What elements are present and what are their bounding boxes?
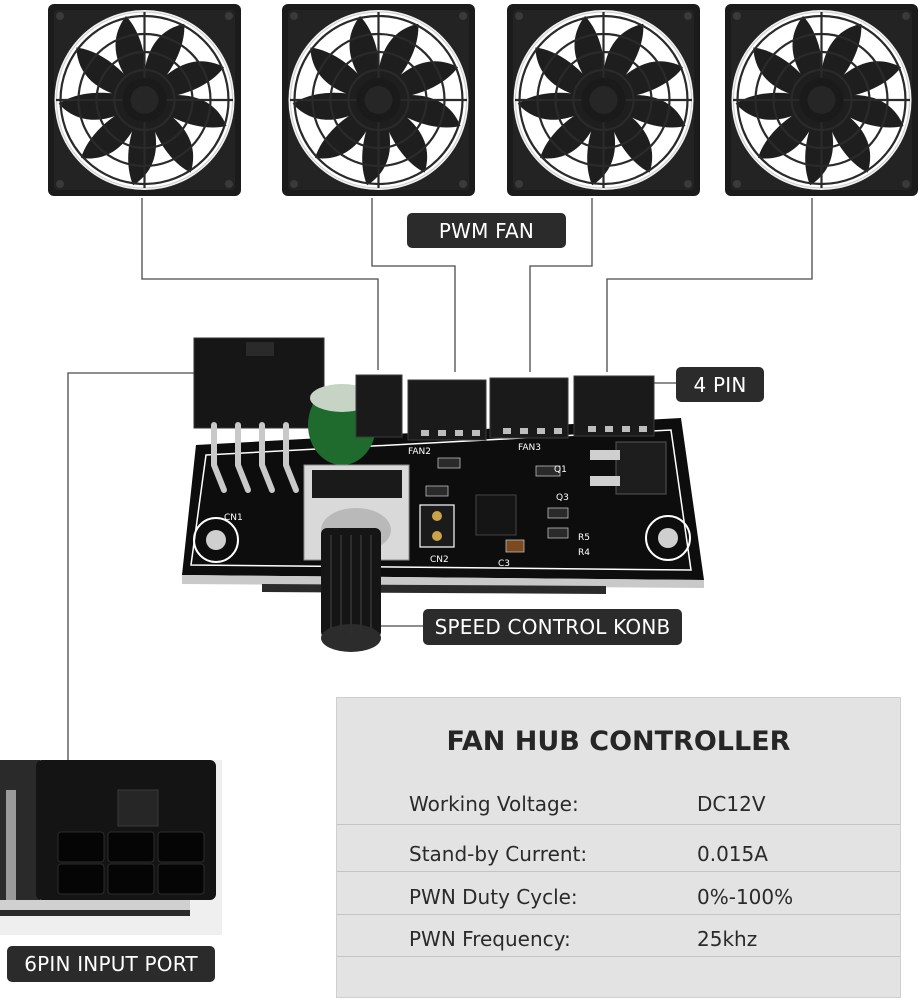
spec-key: Stand-by Current: bbox=[409, 842, 588, 866]
input-port-closeup bbox=[0, 760, 222, 935]
spec-row-duty: PWN Duty Cycle: 0%-100% bbox=[337, 875, 900, 919]
silk-cn2: CN2 bbox=[430, 555, 449, 565]
spec-key: PWN Duty Cycle: bbox=[409, 885, 578, 909]
silk-q1: Q1 bbox=[554, 465, 567, 475]
spec-value: DC12V bbox=[697, 792, 766, 816]
spec-row-frequency: PWN Frequency: 25khz bbox=[337, 917, 900, 961]
spec-row-voltage: Working Voltage: DC12V bbox=[337, 782, 900, 826]
spec-value: 25khz bbox=[697, 927, 758, 951]
silk-fan3: FAN3 bbox=[518, 443, 541, 453]
spec-divider bbox=[337, 871, 900, 872]
spec-value: 0.015A bbox=[697, 842, 768, 866]
silk-c3: C3 bbox=[498, 559, 510, 569]
spec-key: Working Voltage: bbox=[409, 792, 579, 816]
spec-row-current: Stand-by Current: 0.015A bbox=[337, 832, 900, 876]
spec-divider bbox=[337, 956, 900, 957]
silk-cn1: CN1 bbox=[224, 513, 243, 523]
input-port-label: 6PIN INPUT PORT bbox=[7, 946, 215, 982]
four-pin-label: 4 PIN bbox=[676, 367, 764, 402]
spec-divider bbox=[337, 914, 900, 915]
spec-value: 0%-100% bbox=[697, 885, 794, 909]
speed-knob-label: SPEED CONTROL KONB bbox=[423, 609, 682, 645]
silk-r5: R5 bbox=[578, 533, 590, 543]
silk-r4: R4 bbox=[578, 548, 590, 558]
spec-divider bbox=[337, 824, 900, 825]
silk-fan2: FAN2 bbox=[408, 447, 431, 457]
pwm-fan-label: PWM FAN bbox=[407, 213, 566, 248]
spec-panel: FAN HUB CONTROLLER Working Voltage: DC12… bbox=[336, 697, 901, 998]
silk-q3: Q3 bbox=[556, 493, 569, 503]
spec-key: PWN Frequency: bbox=[409, 927, 571, 951]
fan-hub-board: FAN2 FAN3 CN1 CN2 C3 Q1 Q3 R4 R5 bbox=[176, 330, 708, 660]
spec-title: FAN HUB CONTROLLER bbox=[446, 726, 791, 757]
